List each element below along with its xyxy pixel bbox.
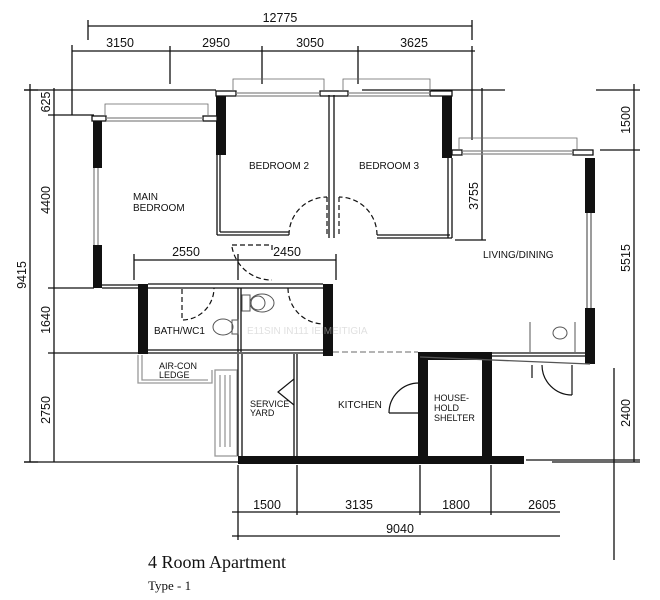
label-living-dining: LIVING/DINING (483, 250, 554, 261)
dim-bottom-2: 3135 (345, 498, 373, 512)
dim-right-1: 1500 (619, 106, 633, 134)
dim-left-1: 625 (39, 92, 53, 113)
dim-top-4: 3625 (400, 36, 428, 50)
label-main-bedroom-2: BEDROOM (133, 203, 185, 214)
dim-top-2: 2950 (202, 36, 230, 50)
dim-bottom-1: 1500 (253, 498, 281, 512)
toilet-fixtures (212, 293, 576, 352)
label-shelter-1: HOUSE- (434, 393, 469, 403)
label-shelter-2: HOLD (434, 403, 460, 413)
plan-title: 4 Room Apartment (148, 552, 286, 572)
watermark: E11SIN IN111 IEIMEITIGIA (247, 326, 368, 337)
thick-walls (93, 95, 595, 464)
dim-bath-2: 2450 (273, 245, 301, 259)
dim-left-4: 2750 (39, 396, 53, 424)
dim-left-total: 9415 (15, 261, 29, 289)
label-kitchen: KITCHEN (338, 400, 382, 411)
dim-top-1: 3150 (106, 36, 134, 50)
dim-left-2: 4400 (39, 186, 53, 214)
label-aircon-1: AIR-CON (159, 361, 197, 371)
label-shelter-3: SHELTER (434, 413, 475, 423)
thin-walls (91, 78, 594, 457)
label-bedroom-2: BEDROOM 2 (249, 161, 309, 172)
label-bedroom-3: BEDROOM 3 (359, 161, 419, 172)
dim-right-3: 2400 (619, 399, 633, 427)
dim-bottom-3: 1800 (442, 498, 470, 512)
dim-top-3: 3050 (296, 36, 324, 50)
door-swings (181, 196, 378, 325)
door-solid-swings (277, 364, 573, 414)
label-main-bedroom-1: MAIN (133, 192, 158, 203)
dim-bath-1: 2550 (172, 245, 200, 259)
label-aircon-2: LEDGE (159, 370, 190, 380)
dim-top-total: 12775 (263, 11, 298, 25)
dim-bottom-total: 9040 (386, 522, 414, 536)
label-bath-wc1: BATH/WC1 (154, 326, 205, 337)
dim-right-2: 5515 (619, 244, 633, 272)
plan-subtitle: Type - 1 (148, 578, 192, 593)
label-service-yard-1: SERVICE (250, 399, 289, 409)
dim-living-depth: 3755 (467, 182, 481, 210)
dimension-lines (24, 20, 640, 560)
dim-bottom-4: 2605 (528, 498, 556, 512)
label-service-yard-2: YARD (250, 408, 275, 418)
dim-left-3: 1640 (39, 306, 53, 334)
